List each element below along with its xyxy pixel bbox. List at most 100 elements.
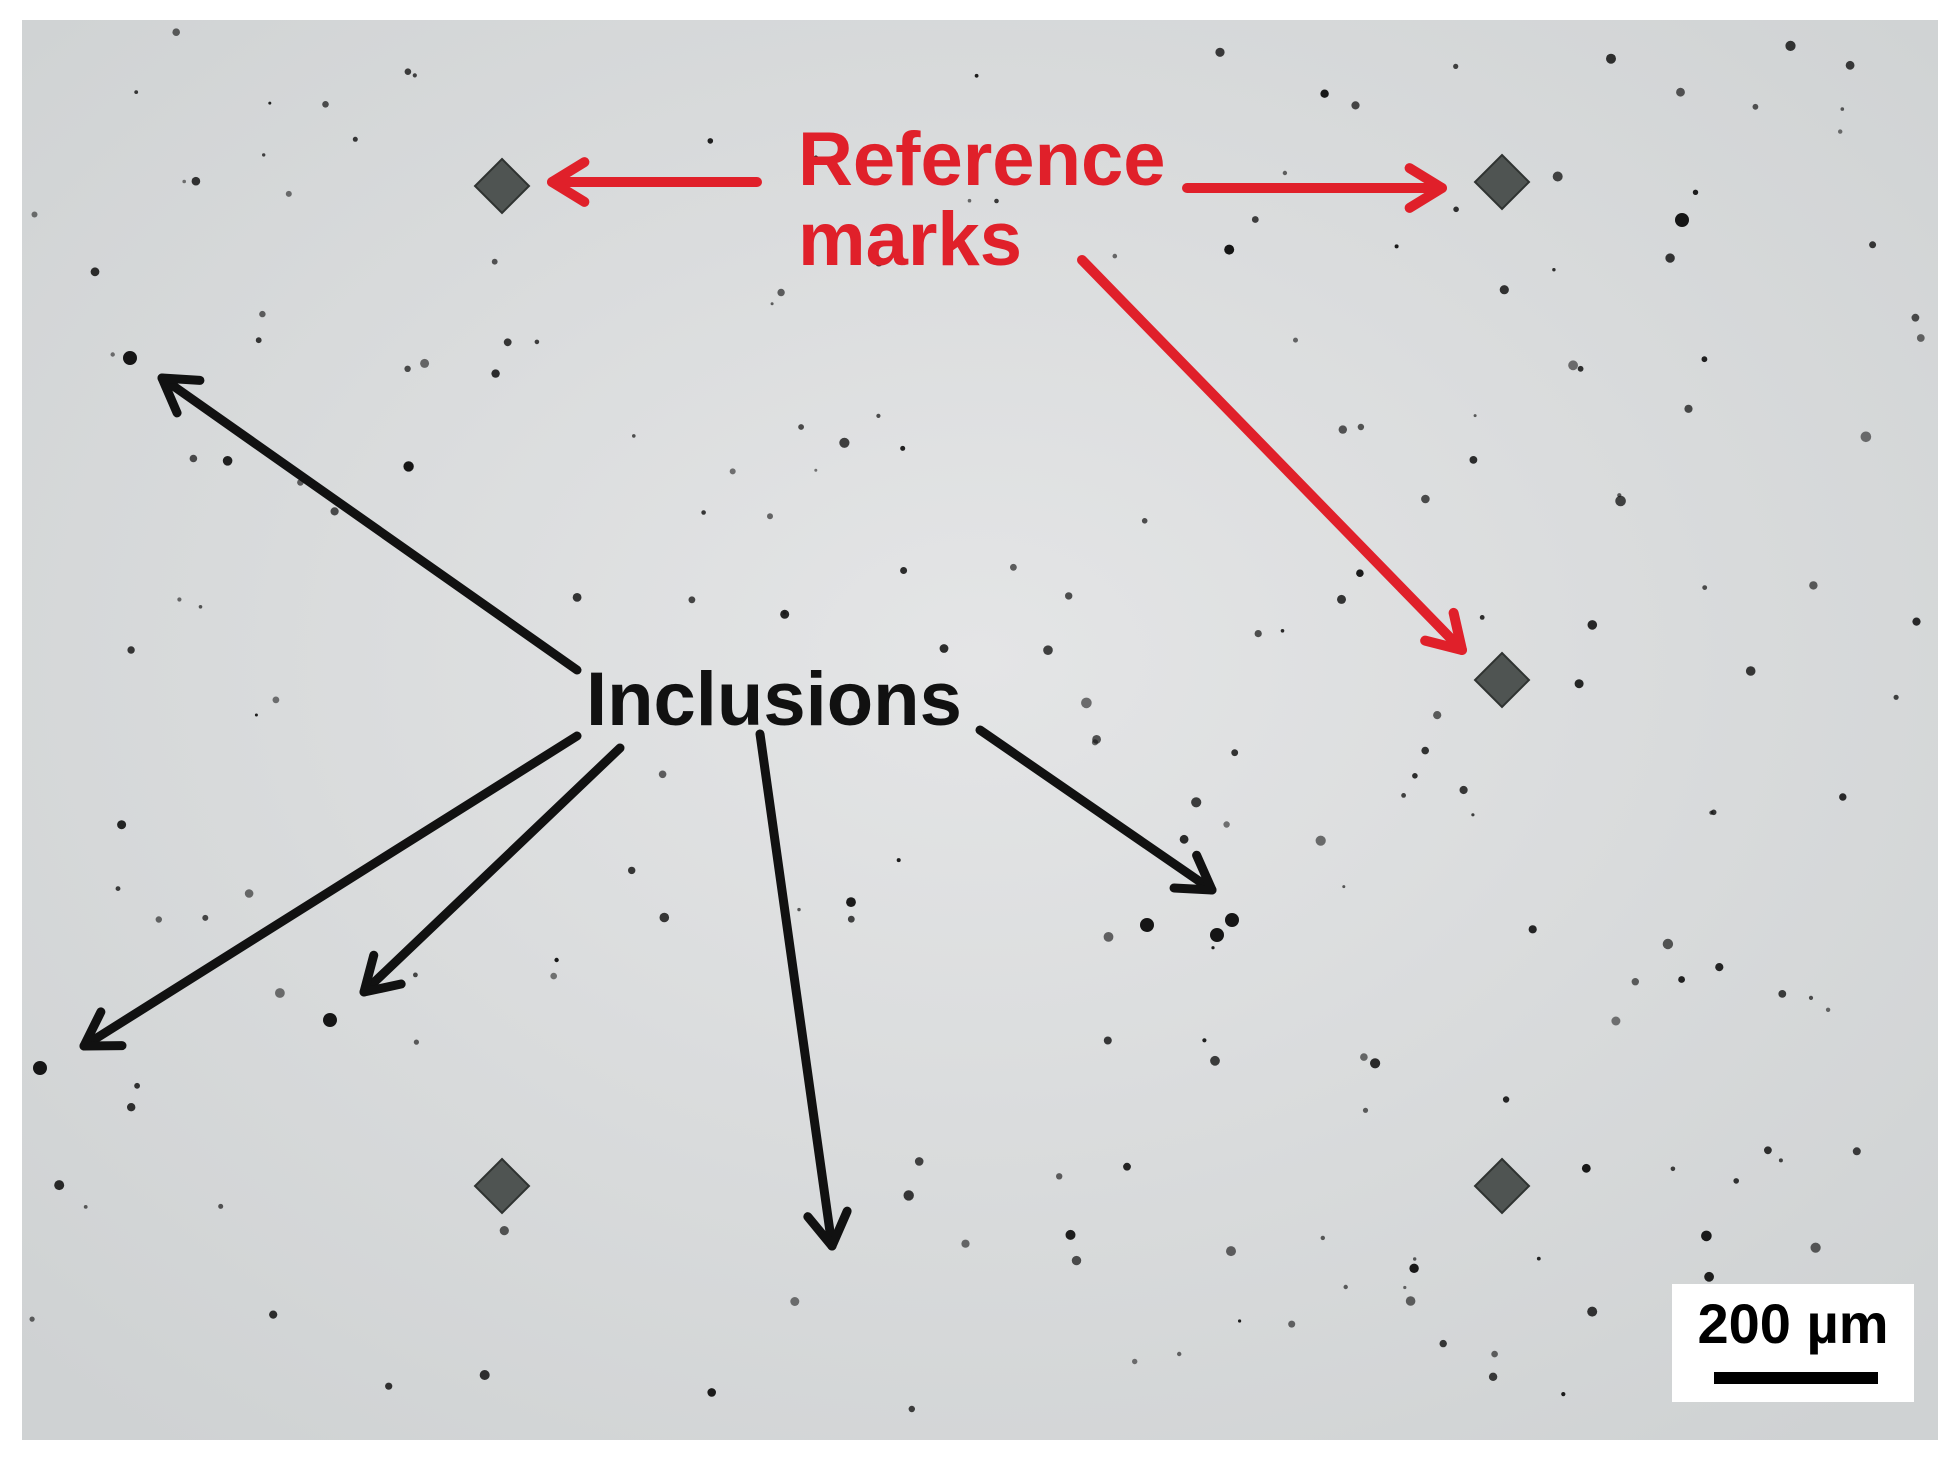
inclusion-dot: [550, 972, 557, 980]
micrograph-scene: [22, 20, 1938, 1440]
inclusion-dot: [534, 339, 540, 345]
inclusion-dot: [1692, 189, 1699, 195]
micrograph: Reference marks Inclusions 200 µm: [22, 20, 1938, 1440]
inclusion-dot: [1215, 47, 1225, 57]
inclusion-dot: [1473, 414, 1477, 418]
inclusion-dot: [110, 352, 115, 357]
inclusion-dot: [900, 445, 906, 451]
reference-arrow-down: [1077, 255, 1467, 655]
inclusion-dot: [244, 889, 254, 898]
inclusion-dot: [1409, 1263, 1419, 1274]
inclusion-dot: [1225, 913, 1239, 927]
inclusion-dot: [900, 567, 908, 574]
inclusion-dot: [1845, 60, 1855, 70]
inclusion-dot: [503, 338, 512, 347]
inclusion-dot: [198, 605, 203, 609]
inclusion-dot: [707, 138, 714, 144]
inclusion-dot: [1065, 1229, 1076, 1240]
inclusion-dot: [404, 68, 412, 75]
inclusion-dot: [255, 337, 262, 344]
inclusion-dot: [275, 988, 285, 998]
inclusion-dot: [1678, 976, 1685, 983]
inclusion-dot: [903, 1190, 914, 1201]
inclusion-dot: [813, 155, 819, 161]
inclusion-dot: [123, 351, 137, 365]
inclusion-dot: [658, 770, 667, 779]
scale-bar-box: 200 µm: [1672, 1284, 1914, 1402]
inclusion-dot: [688, 596, 696, 604]
inclusion-dot: [798, 424, 804, 430]
inclusion-dot: [83, 1205, 88, 1209]
inclusion-dot: [1223, 821, 1230, 828]
inclusion-dot: [1809, 581, 1818, 590]
inclusion-dot: [420, 358, 430, 368]
inclusion-dot: [1320, 89, 1329, 98]
scale-bar: [1714, 1372, 1878, 1384]
inclusion-dot: [1103, 932, 1114, 942]
inclusion-dot: [874, 258, 883, 267]
annotation-arrows: [79, 157, 1467, 1251]
inclusion-dot: [262, 153, 266, 157]
reference-marks-label-line2: marks: [798, 196, 1022, 282]
inclusion-dot: [1123, 1162, 1131, 1171]
inclusion-dot: [127, 1103, 136, 1112]
inclusion-arrow-right: [975, 725, 1217, 895]
inclusion-dot: [701, 510, 706, 515]
inclusion-dot: [1439, 1339, 1447, 1348]
inclusion-dot: [29, 1316, 35, 1322]
inclusion-dot: [323, 1013, 337, 1027]
inclusion-dot: [134, 1082, 140, 1089]
inclusion-dot: [961, 1239, 970, 1248]
inclusion-dot: [1488, 1372, 1498, 1382]
inclusion-dot: [330, 507, 339, 516]
inclusion-dot: [1745, 666, 1756, 676]
inclusion-dot: [127, 646, 135, 654]
inclusion-dot: [182, 179, 186, 184]
inclusion-dot: [707, 1388, 716, 1397]
inclusion-dot: [285, 190, 292, 197]
inclusion-dot: [115, 886, 121, 891]
reference-mark: [1473, 651, 1531, 709]
inclusion-dot: [1587, 620, 1598, 630]
inclusion-dot: [846, 897, 856, 907]
inclusion-dot: [1471, 813, 1475, 817]
inclusion-dot: [1177, 1351, 1182, 1357]
inclusion-dot: [269, 1310, 278, 1319]
inclusion-dot: [1701, 1230, 1712, 1242]
inclusion-arrow-upleft: [157, 373, 582, 675]
inclusion-dot: [1733, 1178, 1739, 1184]
inclusion-dot: [1251, 216, 1259, 223]
inclusion-dot: [939, 644, 949, 653]
inclusion-dot: [1479, 615, 1485, 620]
inclusion-dot: [1778, 990, 1787, 998]
inclusion-dot: [1701, 356, 1708, 363]
inclusion-dots: [29, 28, 1925, 1413]
reference-arrow-left: [547, 157, 762, 207]
inclusion-dot: [1825, 1007, 1831, 1012]
inclusion-dot: [1491, 1350, 1498, 1358]
inclusion-dot: [1577, 365, 1584, 372]
inclusion-dot: [797, 907, 801, 912]
inclusion-dot: [1574, 679, 1584, 689]
inclusion-dot: [1676, 87, 1685, 97]
inclusion-dot: [1401, 793, 1406, 798]
reference-mark: [473, 157, 531, 215]
inclusion-dot: [1315, 835, 1326, 846]
inclusion-dot: [1231, 749, 1239, 757]
inclusion-dot: [896, 858, 901, 863]
inclusion-dot: [1065, 592, 1073, 600]
inclusion-dot: [1103, 1036, 1112, 1045]
inclusion-dot: [1293, 337, 1298, 343]
inclusion-dot: [1912, 617, 1921, 626]
inclusion-dot: [385, 1382, 393, 1390]
inclusion-dot: [1662, 938, 1674, 950]
inclusion-dot: [479, 1370, 490, 1380]
inclusion-dot: [1704, 1271, 1714, 1282]
inclusion-dot: [413, 1039, 419, 1045]
inclusion-dot: [1916, 334, 1925, 342]
inclusion-dot: [1869, 241, 1877, 249]
inclusion-dot: [1211, 946, 1215, 950]
inclusion-dot: [554, 957, 559, 963]
inclusion-dot: [254, 713, 258, 717]
inclusion-dot: [1684, 404, 1693, 413]
